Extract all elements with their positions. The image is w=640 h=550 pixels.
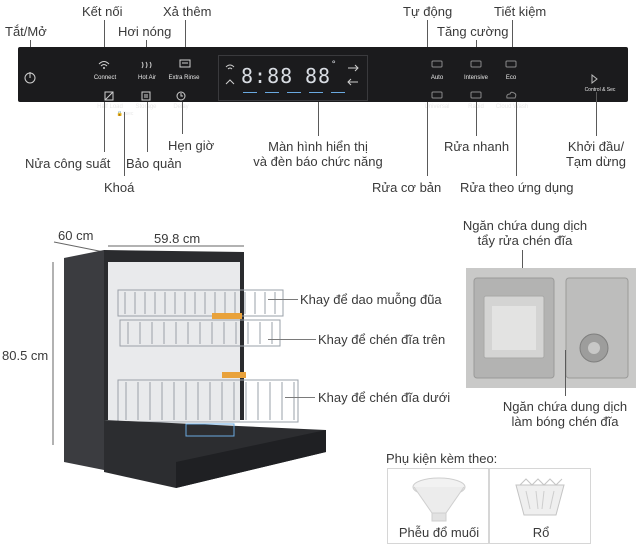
- accessories-title: Phụ kiện kèm theo:: [386, 451, 498, 466]
- label-upper-rack: Khay để chén đĩa trên: [318, 332, 446, 347]
- start-pause-button[interactable]: Control & Sec: [584, 87, 616, 93]
- cloud-wash-button[interactable]: Cloud Wash: [495, 104, 529, 110]
- universal-button[interactable]: Universal: [424, 104, 450, 110]
- hot-air-icon: [141, 61, 152, 69]
- storage-button[interactable]: Storage: [135, 104, 157, 110]
- detergent-compartment-image: [466, 268, 636, 388]
- eco-icon: [505, 60, 517, 68]
- display-temp: 88: [305, 64, 332, 88]
- rapid-icon: [470, 91, 482, 99]
- label-extra-rinse: Xả thêm: [163, 4, 212, 19]
- auto-icon: [431, 60, 443, 68]
- control-panel: Connect Hot Air Extra Rinse Half Load St…: [18, 47, 628, 117]
- label-start-pause: Khởi đầu/ Tạm dừng: [565, 139, 626, 169]
- display-unit: °: [331, 60, 338, 70]
- callout-line: [285, 397, 315, 398]
- rinse-indicator-icon: [225, 79, 235, 85]
- leader-line: [476, 102, 477, 136]
- leader-line: [104, 102, 105, 152]
- accessory-card-basket: Rổ: [489, 468, 591, 544]
- label-cloud-wash: Rửa theo ứng dụng: [460, 180, 574, 195]
- led-bar: [265, 92, 279, 93]
- label-lock: Khoá: [104, 180, 135, 195]
- intensive-icon: [470, 60, 482, 68]
- led-bar: [331, 92, 345, 93]
- half-load-button[interactable]: Half Load: [97, 104, 123, 110]
- leader-line: [182, 102, 183, 134]
- callout-line: [268, 299, 298, 300]
- led-bar: [309, 92, 323, 93]
- start-pause-icon: [591, 73, 598, 85]
- label-delay: Hẹn giờ: [168, 138, 215, 153]
- extra-rinse-button[interactable]: Extra Rinse: [168, 75, 200, 81]
- label-hot-air: Hơi nóng: [118, 24, 172, 39]
- label-rapid: Rửa nhanh: [444, 139, 510, 154]
- hot-air-button[interactable]: Hot Air: [137, 75, 156, 81]
- label-cutlery-tray: Khay để dao muỗng đũa: [300, 292, 442, 307]
- leader-line: [104, 20, 105, 60]
- label-display: Màn hình hiển thị và đèn báo chức năng: [253, 139, 383, 169]
- dimension-height: 80.5 cm: [2, 348, 49, 363]
- leader-line: [565, 350, 566, 396]
- clock-icon: [176, 91, 186, 101]
- display-time: 8:88: [241, 64, 294, 88]
- dimension-depth: 60 cm: [58, 228, 94, 243]
- connect-button[interactable]: Connect: [93, 75, 117, 81]
- lock-icon: 🔒: [116, 111, 123, 117]
- storage-icon: [141, 91, 151, 101]
- leader-line: [147, 102, 148, 152]
- delay-button[interactable]: Delay: [173, 104, 189, 110]
- leader-line: [318, 102, 319, 136]
- display-screen: 8:88 88 °: [218, 55, 368, 101]
- salt-funnel-image: [412, 477, 466, 522]
- leader-line: [596, 92, 597, 136]
- dimension-width: 59.8 cm: [154, 231, 201, 246]
- rinse-aid-indicator-icon: [347, 78, 358, 86]
- eco-button[interactable]: Eco: [505, 75, 517, 81]
- lock-hint: 🔒3sec: [116, 111, 134, 117]
- wifi-indicator-icon: [225, 64, 235, 70]
- leader-line: [516, 102, 517, 176]
- label-basket: Rổ: [532, 525, 550, 540]
- universal-icon: [431, 91, 443, 99]
- led-bar: [287, 92, 301, 93]
- accessory-card-funnel: Phễu đổ muối: [387, 468, 489, 544]
- label-power: Tắt/Mở: [5, 24, 47, 39]
- label-storage: Bảo quản: [126, 156, 182, 171]
- label-half-load: Nửa công suất: [25, 156, 111, 171]
- leader-line: [185, 20, 186, 60]
- label-rinse-aid-compartment: Ngăn chứa dung dịch làm bóng chén đĩa: [502, 399, 628, 429]
- label-eco: Tiết kiệm: [494, 4, 547, 19]
- power-icon[interactable]: [24, 72, 36, 84]
- leader-line: [124, 112, 125, 176]
- extra-rinse-icon: [179, 59, 191, 68]
- label-universal: Rửa cơ bản: [372, 180, 442, 195]
- basket-image: [515, 478, 565, 516]
- label-auto: Tự động: [403, 4, 453, 19]
- intensive-button[interactable]: Intensive: [463, 75, 488, 81]
- label-intensive: Tăng cường: [437, 24, 509, 39]
- callout-line: [268, 339, 316, 340]
- label-connect: Kết nối: [82, 4, 123, 19]
- auto-button[interactable]: Auto: [430, 75, 444, 81]
- half-load-icon: [104, 91, 114, 101]
- leader-line: [427, 102, 428, 176]
- label-lower-rack: Khay để chén đĩa dưới: [318, 390, 451, 405]
- label-detergent-compartment: Ngăn chứa dung dịch tẩy rửa chén đĩa: [462, 218, 588, 248]
- label-salt-funnel: Phễu đổ muối: [398, 525, 480, 540]
- salt-indicator-icon: [348, 64, 359, 72]
- wifi-icon: [98, 61, 110, 69]
- led-bar: [243, 92, 257, 93]
- leader-line: [512, 20, 513, 60]
- cloud-wash-icon: [506, 91, 517, 99]
- leader-line: [427, 20, 428, 60]
